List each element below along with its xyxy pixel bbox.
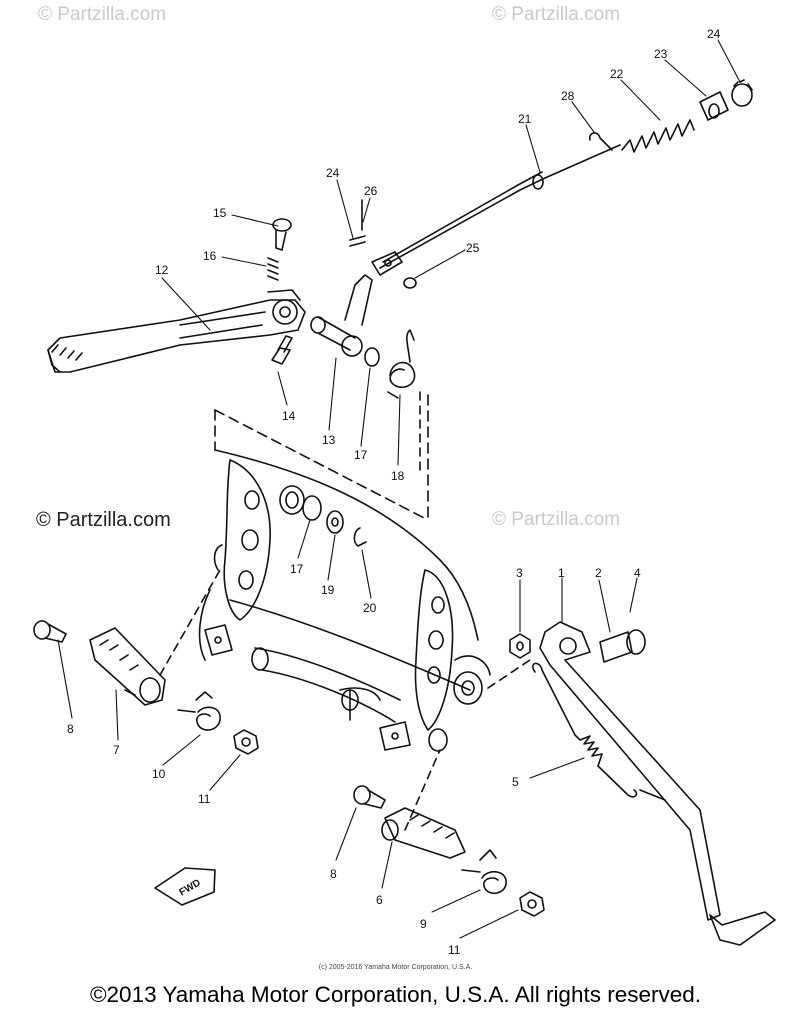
fwd-arrow: FWD bbox=[154, 867, 216, 906]
brake-rod bbox=[371, 144, 621, 276]
pin-22 bbox=[349, 235, 366, 247]
clip-20 bbox=[353, 527, 367, 547]
return-spring-18 bbox=[387, 329, 416, 399]
callout-4: 4 bbox=[634, 566, 641, 580]
callout-27: 24 bbox=[707, 27, 721, 41]
callout-3: 3 bbox=[516, 566, 523, 580]
callout-9: 9 bbox=[420, 917, 427, 931]
bolt-2 bbox=[599, 629, 646, 663]
footrest-right bbox=[381, 807, 466, 859]
copyright-main: ©2013 Yamaha Motor Corporation, U.S.A. A… bbox=[89, 982, 702, 1007]
callout-16: 16 bbox=[203, 249, 217, 263]
callout-17-upper: 17 bbox=[354, 448, 368, 462]
nut-3 bbox=[509, 633, 531, 659]
spring-9 bbox=[461, 849, 507, 895]
nut-11-right bbox=[519, 891, 545, 917]
watermark-top-right: © Partzilla.com bbox=[492, 4, 621, 25]
callout-8-left: 8 bbox=[67, 722, 74, 736]
collar-26 bbox=[699, 91, 729, 121]
sidestand bbox=[539, 621, 776, 946]
watermark-mid-right: © Partzilla.com bbox=[492, 509, 621, 530]
watermark-mid-left: © Partzilla.com bbox=[36, 509, 171, 531]
spring-16 bbox=[267, 257, 279, 281]
circlip-17-upper bbox=[364, 347, 380, 367]
washer-19 bbox=[326, 510, 344, 534]
callout-23: 25 bbox=[466, 241, 480, 255]
callout-12: 12 bbox=[155, 263, 169, 277]
callout-21: 21 bbox=[518, 112, 532, 126]
leader-lines bbox=[57, 39, 741, 939]
cotter-pin-28 bbox=[588, 132, 613, 151]
callout-5: 5 bbox=[512, 775, 519, 789]
nut-11-left bbox=[233, 729, 259, 755]
locator-line-stand bbox=[487, 659, 531, 689]
callout-15: 15 bbox=[213, 206, 227, 220]
circlip-17-lower bbox=[302, 495, 322, 521]
brake-pedal bbox=[47, 289, 306, 373]
fwd-label: FWD bbox=[177, 878, 202, 899]
callout-8-right: 8 bbox=[330, 867, 337, 881]
callout-10: 10 bbox=[152, 767, 166, 781]
callout-11-left: 11 bbox=[198, 792, 211, 806]
callout-labels: 24 23 22 28 21 24 26 25 15 16 12 14 13 1… bbox=[67, 27, 721, 957]
callout-1: 1 bbox=[558, 566, 565, 580]
adjust-nut-27 bbox=[731, 79, 753, 107]
spring-10 bbox=[177, 691, 221, 731]
brake-shaft bbox=[310, 274, 373, 357]
frame-bracket bbox=[198, 394, 491, 752]
watermark-top-left: © Partzilla.com bbox=[38, 4, 167, 25]
locator-line-right-peg bbox=[404, 749, 441, 831]
callout-6: 6 bbox=[376, 893, 383, 907]
callout-26: 23 bbox=[654, 47, 668, 61]
callout-24: 26 bbox=[364, 184, 378, 198]
bolt-8-left bbox=[33, 620, 67, 643]
callout-25: 22 bbox=[610, 67, 624, 81]
callout-13: 13 bbox=[322, 433, 336, 447]
callout-17-lower: 17 bbox=[290, 562, 304, 576]
callout-11-right: 11 bbox=[448, 943, 461, 957]
bolt-14 bbox=[271, 335, 293, 365]
callout-22: 24 bbox=[326, 166, 340, 180]
footrest-left bbox=[89, 627, 166, 706]
callout-20: 20 bbox=[363, 601, 377, 615]
locator-line-left-peg bbox=[159, 569, 221, 676]
callout-2: 2 bbox=[595, 566, 602, 580]
spring-5 bbox=[532, 662, 638, 798]
copyright-small: (c) 2005-2016 Yamaha Motor Corporation, … bbox=[318, 964, 473, 971]
callout-19: 19 bbox=[321, 583, 335, 597]
spring-25 bbox=[621, 119, 695, 153]
callout-14: 14 bbox=[282, 409, 296, 423]
callout-18: 18 bbox=[391, 469, 405, 483]
callout-7: 7 bbox=[113, 743, 120, 757]
callout-28: 28 bbox=[561, 89, 575, 103]
washer-23 bbox=[403, 277, 417, 289]
bolt-8-right bbox=[353, 785, 386, 809]
bolt-15 bbox=[272, 218, 292, 251]
